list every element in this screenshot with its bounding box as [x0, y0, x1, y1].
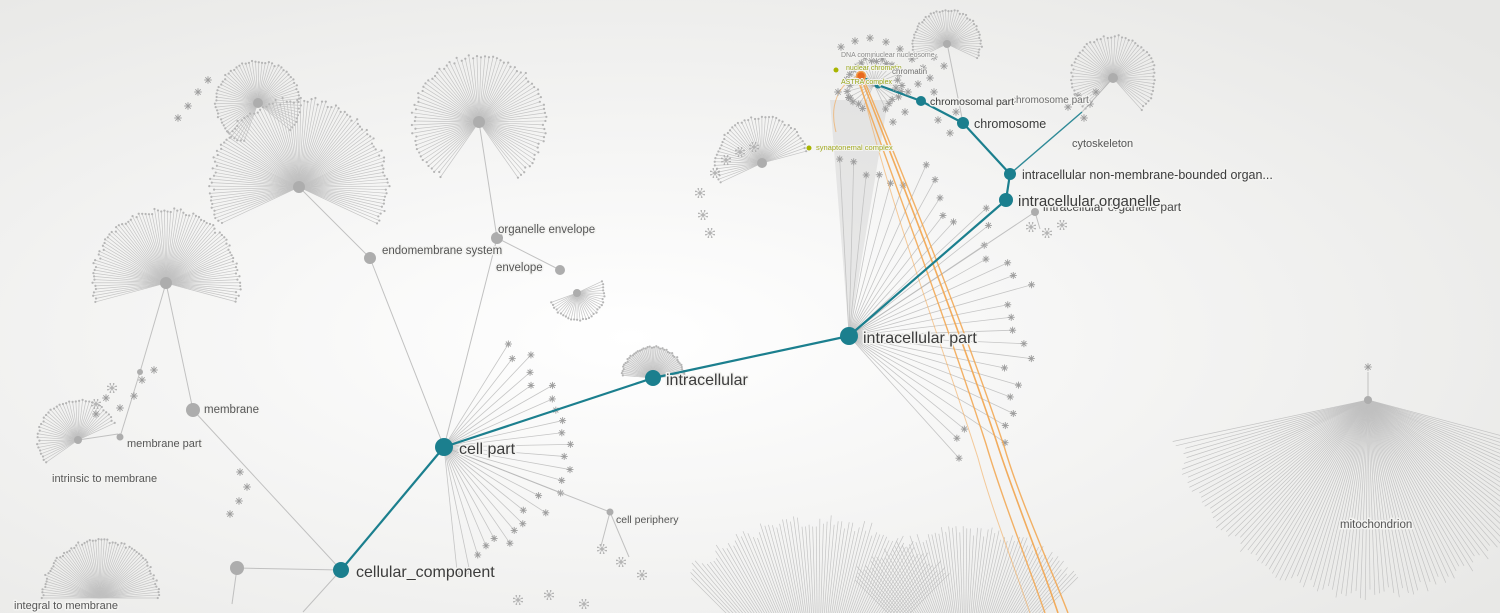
- label-intracellular-part: intracellular part: [863, 330, 977, 347]
- term-fan-clusters: [36, 9, 1500, 613]
- term-label: endomembrane system: [382, 245, 502, 257]
- branch-node[interactable]: [1364, 396, 1372, 404]
- gray-edges: [77, 47, 1369, 613]
- term-labels: organelle envelope endomembrane system env…: [13, 51, 1414, 613]
- term-label: cytoskeleton: [1072, 138, 1133, 150]
- highlight-path-teal: [340, 75, 1083, 571]
- term-label: chromosome part: [1011, 95, 1089, 106]
- label-intracellular: intracellular: [666, 372, 748, 389]
- label-chromosomal-part: chromosomal part: [930, 96, 1014, 108]
- branch-node[interactable]: [74, 436, 82, 444]
- gray-branch-nodes: [74, 40, 1372, 575]
- branch-node[interactable]: [230, 561, 244, 575]
- branch-node[interactable]: [491, 232, 503, 244]
- label-chromosome: chromosome: [974, 117, 1046, 131]
- term-label: cell periphery: [616, 514, 679, 526]
- term-label-small: nuclear nucleosome: [872, 52, 935, 59]
- branch-node[interactable]: [186, 403, 200, 417]
- term-label: membrane: [204, 404, 259, 416]
- node-cell-part[interactable]: [435, 438, 453, 456]
- term-label: mitochondrion: [1340, 519, 1412, 531]
- term-label: integral to membrane: [14, 600, 118, 612]
- node-chromosome[interactable]: [957, 117, 969, 129]
- node-cellular-component[interactable]: [333, 562, 349, 578]
- node-chromosomal-part[interactable]: [916, 96, 926, 106]
- branch-node[interactable]: [137, 369, 143, 375]
- term-label: envelope: [496, 262, 543, 274]
- highlighted-term-nodes: [333, 67, 1016, 578]
- edge-bundle-wedges: [830, 100, 888, 336]
- term-label-small: nuclear chromatin: [846, 65, 902, 72]
- node-intracellular-part[interactable]: [840, 327, 858, 345]
- label-intracellular-organelle: intracellular organelle: [1018, 193, 1161, 210]
- branch-node[interactable]: [1031, 208, 1039, 216]
- node-nuclear-nucleosome[interactable]: [855, 70, 867, 82]
- term-label-small: ASTRA complex: [841, 79, 892, 86]
- branch-node[interactable]: [293, 181, 305, 193]
- branch-node[interactable]: [473, 116, 485, 128]
- branch-node[interactable]: [573, 289, 581, 297]
- branch-node[interactable]: [116, 433, 124, 441]
- node-chromatin[interactable]: [874, 81, 882, 89]
- selected-term-node-green[interactable]: [806, 145, 812, 151]
- highlight-path-orange: [833, 75, 1069, 613]
- term-label-small: synaptonemal complex: [816, 143, 893, 152]
- leaf-star-glyphs: [92, 34, 1372, 518]
- branch-node[interactable]: [555, 265, 565, 275]
- node-intracellular-organelle[interactable]: [999, 193, 1013, 207]
- label-cellular-component: cellular_component: [356, 564, 495, 581]
- label-cell-part: cell part: [459, 441, 516, 458]
- selected-term-node-green[interactable]: [833, 67, 839, 73]
- branch-node[interactable]: [253, 98, 263, 108]
- branch-node[interactable]: [943, 40, 951, 48]
- term-label-small: DNA complex: [841, 52, 884, 59]
- term-label-small: chromatin: [892, 67, 927, 76]
- term-label: intracellular organelle part: [1043, 200, 1182, 214]
- term-label: organelle envelope: [498, 224, 595, 236]
- label-intracellular-non-membrane-bounded-organelle: intracellular non-membrane-bounded organ…: [1022, 168, 1273, 182]
- node-intracellular-non-membrane-bounded-organelle[interactable]: [1004, 168, 1016, 180]
- term-label: membrane part: [127, 438, 202, 450]
- branch-node[interactable]: [606, 508, 614, 516]
- node-intracellular[interactable]: [645, 370, 661, 386]
- branch-node[interactable]: [757, 158, 767, 168]
- branch-node[interactable]: [1108, 73, 1118, 83]
- leaf-flower-glyphs: [91, 142, 1067, 609]
- branch-node[interactable]: [160, 277, 172, 289]
- branch-node[interactable]: [364, 252, 376, 264]
- term-label: intrinsic to membrane: [52, 473, 157, 485]
